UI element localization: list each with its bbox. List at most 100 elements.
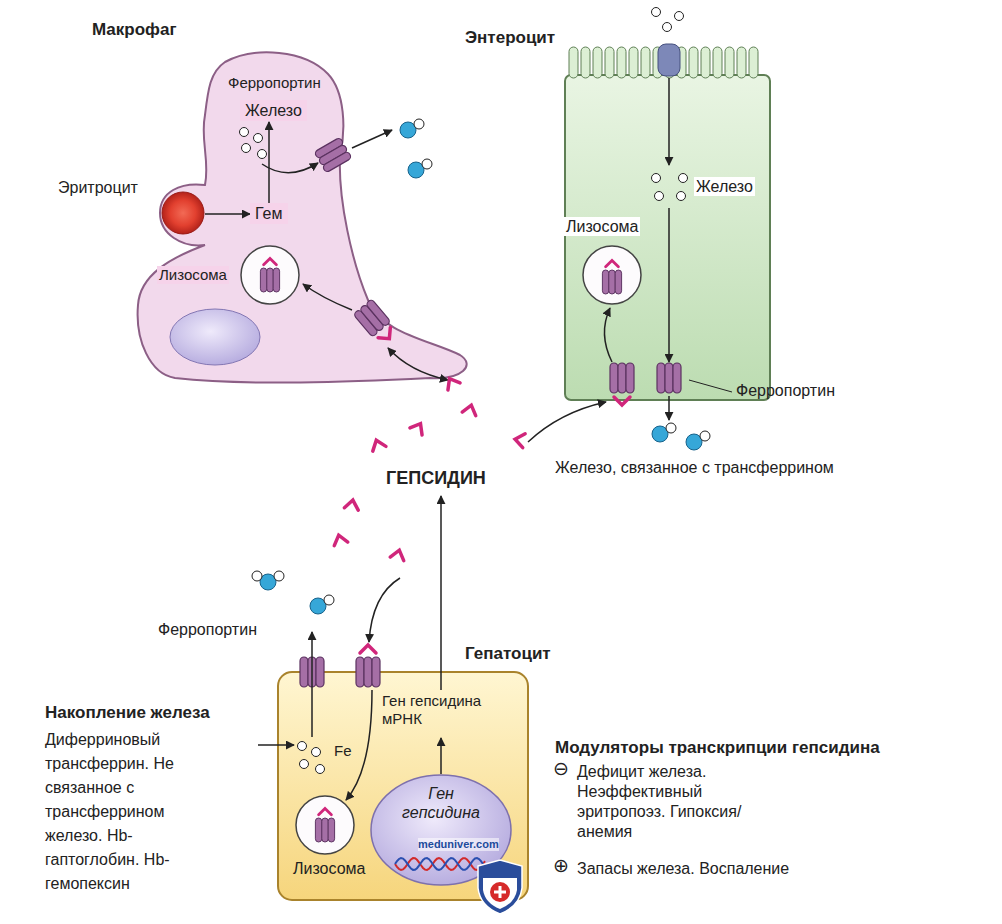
text-label: ⊕ [553, 855, 569, 878]
iron-atom [652, 8, 661, 17]
ferroportin-channel [356, 645, 380, 687]
node-label: Макрофаг [92, 20, 177, 40]
node-outline [582, 245, 642, 305]
cell-membrane [565, 75, 770, 400]
ferroportin-channel [657, 363, 681, 393]
microvillus [749, 47, 758, 78]
iron-atom [242, 144, 251, 153]
node-outline [161, 191, 205, 235]
microvillus [641, 47, 650, 78]
microvillus [701, 47, 710, 78]
channel-subunit [260, 268, 266, 292]
text-label: Накопление железа [45, 703, 210, 723]
arrow [440, 496, 442, 690]
box-text: Гем [250, 203, 288, 224]
text-label: Ген гепсидина мРНК [382, 692, 512, 728]
connector-arrow [205, 213, 250, 215]
node-label: Энтероцит [465, 28, 555, 48]
microvillus [581, 47, 590, 78]
channel-subunit [267, 268, 273, 292]
channel-subunit [322, 151, 352, 173]
microvillus [725, 47, 734, 78]
dna-strand [395, 858, 485, 870]
hepcidin [390, 548, 406, 560]
label-slot: Железо, связанное с трансферрином [555, 458, 834, 477]
channel-subunit [322, 818, 328, 842]
channel-subunit [356, 657, 364, 687]
hepcidin [344, 499, 359, 510]
leader-line [689, 380, 732, 392]
hepcidin [606, 260, 619, 266]
arrow [258, 744, 294, 746]
channel-subunit [665, 363, 673, 393]
label-slot: Модуляторы транскрипции гепсидина [555, 738, 880, 758]
iron-atom [324, 595, 334, 605]
iron-atom [700, 431, 710, 441]
microvillus [605, 47, 614, 78]
heme-box: Гем [250, 203, 288, 225]
transferrin-iron [310, 595, 334, 614]
channel-subunit [673, 363, 681, 393]
hepcidin [360, 645, 376, 653]
lysosome: Лизосома [295, 795, 355, 855]
text-label: Модуляторы транскрипции гепсидина [555, 738, 880, 758]
microvillus [689, 47, 698, 78]
channel-subunit [372, 657, 380, 687]
label-slot: ⊖ [553, 758, 569, 781]
ferroportin-channel [353, 299, 398, 347]
channel-subunit [626, 363, 634, 393]
label-slot: ⊕ [553, 855, 569, 878]
connector-arrow [668, 208, 670, 362]
iron-atom [679, 174, 688, 183]
arrow [528, 402, 606, 442]
text-label: Запасы железа. Воспаление [577, 859, 792, 879]
lysosome-membrane [241, 246, 299, 304]
iron-atom [655, 192, 664, 201]
text-label: ГЕПСИДИН [386, 468, 486, 490]
arrow [668, 396, 670, 420]
text-label: ⊖ [553, 758, 569, 781]
logo-mark [490, 882, 510, 902]
hepcidin [264, 258, 277, 264]
channel-subunit [657, 363, 665, 393]
box-text: Железо [240, 100, 307, 121]
iron-atom [677, 192, 686, 201]
iron-atom [675, 12, 684, 21]
text-label: Ферропортин [158, 620, 257, 639]
apical-transporter [658, 44, 680, 76]
iron-atom [254, 134, 263, 143]
channel-subunit [618, 363, 626, 393]
label-slot: meduniver.com [418, 838, 499, 851]
label-slot: ГЕПСИДИН [386, 468, 486, 490]
label-slot: Диферриновый трансферрин. Не связанное с… [45, 728, 180, 896]
channel-subunit [273, 268, 279, 292]
lysosome: Лизосома [240, 245, 300, 305]
ferroportin-channel [610, 363, 634, 405]
cell-membrane [278, 672, 528, 900]
cell-membrane [138, 52, 467, 382]
dna-strand [395, 858, 485, 870]
node-label: Эритроцит [58, 178, 138, 197]
node-outline [138, 48, 473, 388]
iron-box: Железо [240, 100, 307, 122]
iron-atom [298, 742, 307, 751]
nucleus-membrane [371, 775, 511, 885]
label-slot: Ферропортин [228, 74, 321, 92]
hepcidin [514, 432, 525, 447]
label-slot: Ген гепсидина мРНК [382, 692, 512, 728]
transferrin-iron [400, 119, 424, 138]
iron-atom [312, 748, 321, 757]
nucleus: Ген гепсидина [370, 774, 512, 886]
arrow [311, 632, 313, 737]
ferroportin-channel [260, 258, 279, 292]
text-label: Ферропортин [228, 74, 321, 92]
node-label: Лизосома [157, 266, 229, 284]
hepcidin [332, 533, 348, 545]
text-label: Дефицит железа. Неэффективный эритропоэз… [577, 762, 792, 842]
channel-subunit [300, 657, 308, 687]
ferroportin-channel [602, 260, 621, 294]
node-label: Железо [694, 177, 755, 196]
